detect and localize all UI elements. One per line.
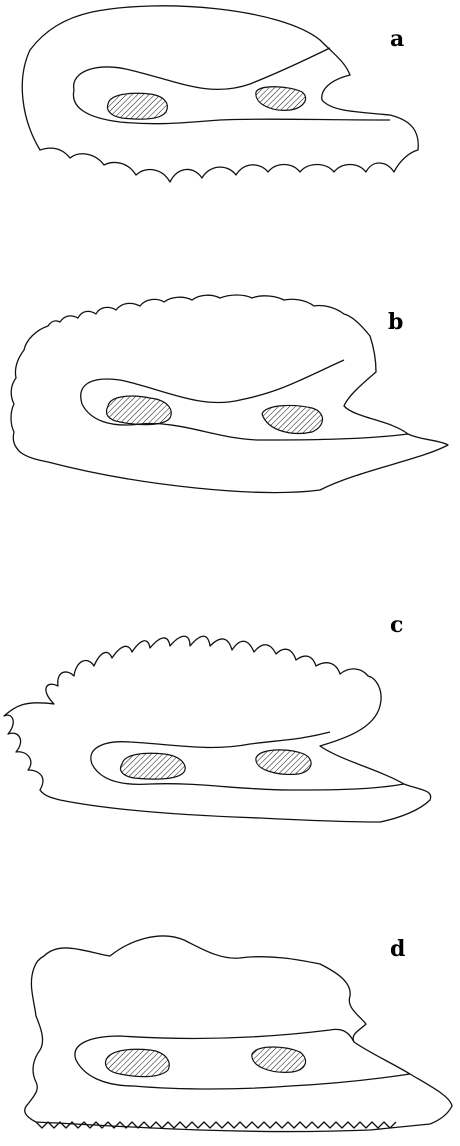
panel-c-left-spot: [121, 753, 186, 779]
panel-c-right-spot: [256, 750, 311, 774]
panel-label-d: d: [390, 938, 405, 960]
panel-label-c: c: [390, 614, 403, 636]
panel-b-right-spot: [262, 406, 323, 434]
panel-c-outer-outline: [4, 636, 431, 822]
panel-d-right-spot: [252, 1047, 306, 1072]
panel-a-drawing: [22, 6, 418, 182]
panel-b-drawing: [11, 295, 448, 492]
panel-d-left-spot: [106, 1049, 170, 1076]
panel-a-outer-outline: [22, 6, 418, 182]
panel-b-left-spot: [107, 396, 172, 425]
panel-c-drawing: [4, 636, 431, 822]
panel-a-right-spot: [256, 87, 306, 111]
panel-label-b: b: [388, 311, 403, 333]
panel-d-drawing: [25, 936, 452, 1132]
panel-a-left-spot: [108, 93, 168, 119]
panel-d-outer-outline: [25, 936, 452, 1132]
panel-label-a: a: [390, 28, 404, 50]
panel-b-outer-outline: [11, 295, 448, 492]
